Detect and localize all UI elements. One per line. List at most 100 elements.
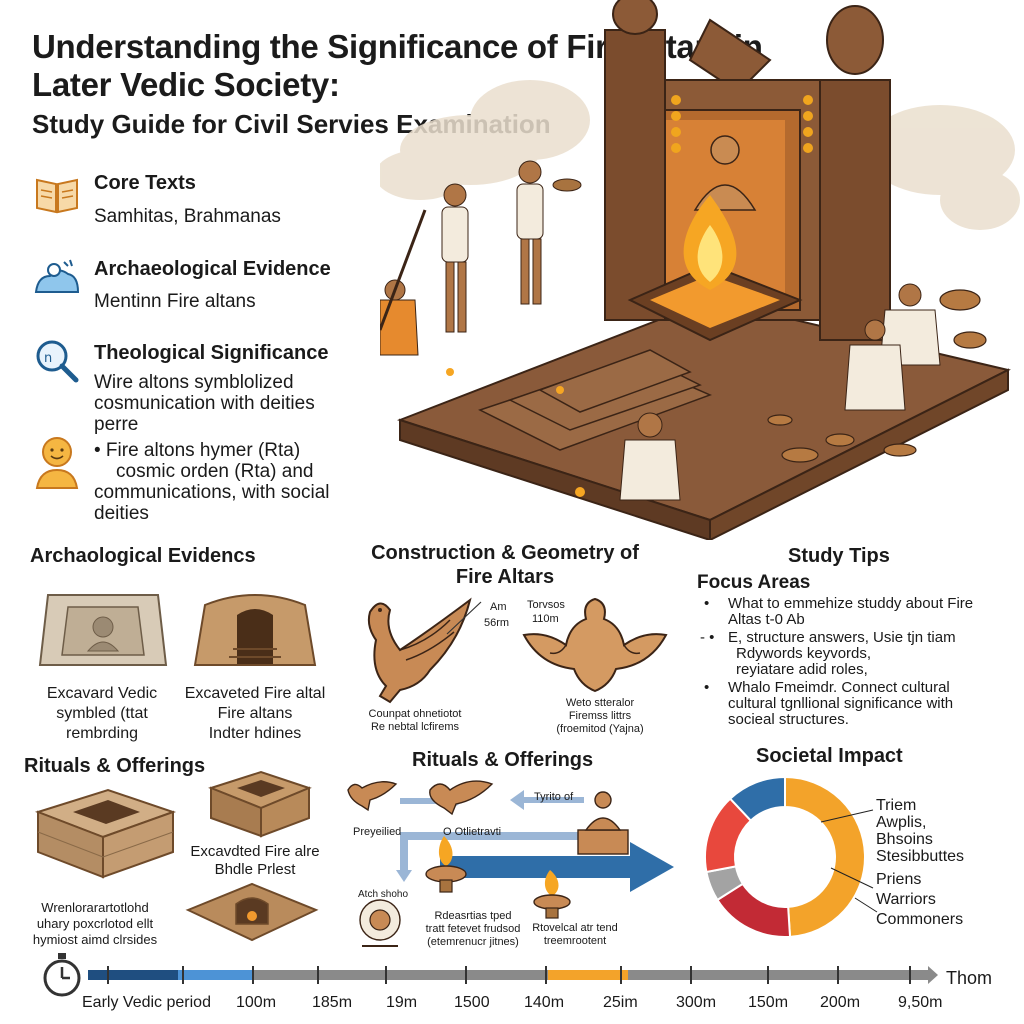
legend-line: Awplis, <box>876 814 927 831</box>
legend-line: Triem <box>876 797 917 814</box>
tip-line: cultural tgnllional significance with <box>728 695 954 712</box>
tip-line: Whalo Fmeimdr. Connect cultural <box>728 679 950 696</box>
timeline-ticks <box>107 966 911 984</box>
caption-line: rembrding <box>65 725 139 742</box>
altar-flame-icon <box>683 195 737 290</box>
right-tower <box>819 79 891 341</box>
caption-line: Indter hdines <box>208 725 302 742</box>
falcon-altar-front-icon <box>522 597 668 693</box>
archaeo-caption-2: Excaveted Fire altal Fire altans Indter … <box>170 684 340 744</box>
tip-line: socieal structures. <box>728 711 849 728</box>
timeline-segment-late <box>628 970 928 980</box>
tip-item: • What to emmehize studdy about Fire Alt… <box>700 596 1000 628</box>
caption-line: tratt fetevet frudsod <box>425 923 521 935</box>
ritual-vessel-icon <box>359 899 401 947</box>
timeline-segment-light <box>178 970 253 980</box>
timeline-tick-6: 25im <box>603 994 638 1011</box>
caption-line: Counpat ohnetiotot <box>368 708 462 720</box>
cosmic-line: communications, with social <box>94 482 330 503</box>
rituals-left-caption-2: Wrenlorarartotlohd uhary poxcrlotod ellt… <box>10 900 180 948</box>
tip-item: • Whalo Fmeimdr. Connect cultural cultur… <box>700 680 1000 728</box>
theological-line: Wire altons symblolized <box>94 372 294 393</box>
societal-legend-1: Triem Awplis, Bhsoins Stesibbuttes <box>876 797 964 865</box>
core-texts-title: Core Texts <box>94 172 196 194</box>
fire-bowl-icon <box>425 836 571 919</box>
title-line-2: Later Vedic Society: <box>32 66 340 103</box>
legend-line: Priens <box>876 871 922 888</box>
caption-line: Fire altans <box>217 705 293 722</box>
archaeological-evidence-body: Mentinn Fire altans <box>94 291 256 312</box>
caption-line: Bhdle Prlest <box>214 861 296 878</box>
timeline-arrowhead <box>928 966 938 984</box>
timeline-tick-5: 140m <box>524 994 565 1011</box>
timeline-segment-middle <box>248 970 548 980</box>
caption-line: symbled (ttat <box>56 705 148 722</box>
tip-line: reyiatare adid roles, <box>736 661 868 678</box>
construction-heading: Construction & Geometry of Fire Altars <box>350 541 660 589</box>
timeline-segment-highlight <box>548 970 628 980</box>
svg-text:n: n <box>44 351 52 366</box>
falcon-label-b1: Torvsos <box>527 599 565 611</box>
heading-line: Construction & Geometry of <box>371 542 639 564</box>
archaeological-section-heading: Archaological Evidencs <box>30 545 256 567</box>
ritual-flow-diagram <box>347 780 674 947</box>
legend-line: Commoners <box>876 911 964 928</box>
caption-line: treemrootent <box>543 935 607 947</box>
focus-areas-heading: Focus Areas <box>697 572 811 593</box>
donut-slice-4 <box>728 775 786 822</box>
flow-label-atch: Atch shoho <box>358 889 409 900</box>
flow-caption-1: Rdeasrtias tped tratt fetevet frudsod (e… <box>418 910 528 949</box>
tip-item: - • E, structure answers, Usie tjn tiam … <box>700 630 1000 678</box>
legend-line: Stesibbuttes <box>876 848 965 865</box>
timeline-segment-early <box>88 970 248 980</box>
main-flow-arrow <box>440 842 674 892</box>
tip-line: Rdywords keyvords, <box>736 645 872 662</box>
theological-line: cosmunication with deities <box>94 393 315 414</box>
rituals-left-caption-1: Excavdted Fire alre Bhdle Prlest <box>180 843 330 879</box>
person-icon <box>35 437 79 489</box>
theological-significance-title: Theological Significance <box>94 342 329 364</box>
cosmic-line: deities <box>94 503 149 524</box>
deity-statue-icon <box>577 791 629 855</box>
cosmic-line: cosmic orden (Rta) and <box>116 461 314 482</box>
flow-label-top: Tyrito of <box>534 791 574 803</box>
theological-significance-body: Wire altons symblolized cosmunication wi… <box>94 372 384 435</box>
societal-legend-2: Priens Warriors Commoners <box>876 870 963 930</box>
theological-line: perre <box>94 414 139 435</box>
caption-line: (froemitod (Yajna) <box>556 723 644 735</box>
caption-line: Firemss littrs <box>568 710 632 722</box>
caption-line: Re nebtal lcfirems <box>370 721 460 733</box>
offering-bowls <box>767 289 987 463</box>
timeline-bar <box>88 966 938 984</box>
caption-line: Rdeasrtias tped <box>434 910 512 922</box>
caption-line: Excavard Vedic <box>46 685 158 702</box>
left-tower <box>604 29 666 321</box>
feature-list: Core Texts Samhitas, Brahmanas Archaeolo… <box>34 172 374 532</box>
study-tips-heading: Study Tips <box>788 545 890 567</box>
bird-offering-icon <box>347 780 494 816</box>
caption-line: hymiost aimd clrsides <box>32 932 158 947</box>
timeline-tick-10: 9,50m <box>898 994 943 1011</box>
falcon-label-a2: 56rm <box>484 617 510 629</box>
rituals-left-heading: Rituals & Offerings <box>24 755 206 777</box>
core-texts-body: Samhitas, Brahmanas <box>94 206 281 227</box>
legend-line: Bhsoins <box>876 831 933 848</box>
priest-figures <box>380 160 941 501</box>
legend-line: Warriors <box>876 891 936 908</box>
caption-line: Weto stteralor <box>565 697 635 709</box>
caption-line: (etemrenucr jitnes) <box>427 936 519 948</box>
study-tips-list: • What to emmehize studdy about Fire Alt… <box>700 596 1000 728</box>
stopwatch-icon <box>43 953 81 997</box>
cosmic-order-body: • Fire altons hymer (Rta) cosmic orden (… <box>94 440 394 524</box>
timeline-tick-1: 100m <box>236 994 277 1011</box>
cosmic-line: • Fire altons hymer (Rta) <box>94 440 301 461</box>
fire-pit-ruin-image <box>208 770 312 838</box>
tip-line: What to emmehize studdy about Fire <box>728 595 974 612</box>
marigold-garlands <box>671 95 813 153</box>
kiln-ruin-image <box>185 882 319 942</box>
excavated-chamber-image <box>193 594 317 666</box>
legend-leader-lines <box>820 809 878 913</box>
flow-caption-2: Rtovelcal atr tend treemrootent <box>520 922 630 948</box>
timeline-tick-3: 19m <box>386 994 418 1011</box>
falcon-label-a1: Am <box>490 601 507 613</box>
